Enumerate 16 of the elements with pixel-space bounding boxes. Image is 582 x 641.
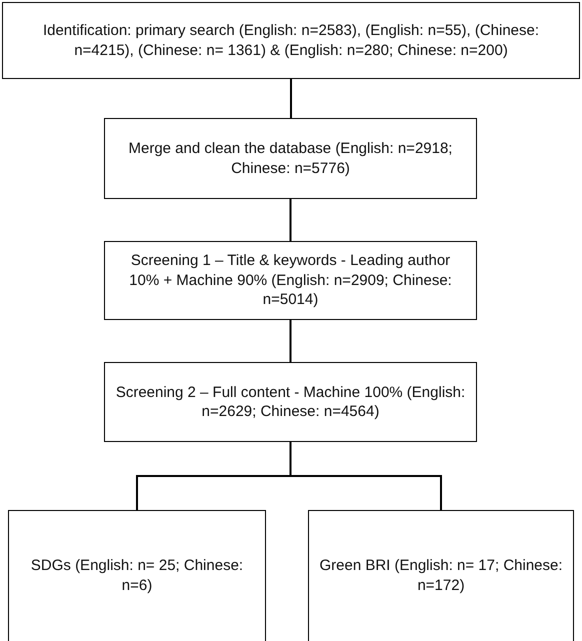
- process-box: [104, 241, 477, 320]
- box-text: SDGs (English: n= 25; Chinese: n=6): [30, 556, 244, 595]
- box-text: Screening 2 – Full content - Machine 100% (English: n=2629; Chinese: n=4564): [115, 382, 466, 422]
- box-text: Screening 1 – Title & keywords - Leading author 10% + Machine 90% (English: n=2909; Chinese: n=5014): [128, 251, 453, 310]
- box-text: Merge and clean the database (English: n=2918; Chinese: n=5776): [128, 139, 454, 178]
- process-box: [8, 510, 266, 641]
- connector-line: [290, 199, 292, 241]
- box-text: Green BRI (English: n= 17; Chinese: n=172): [319, 556, 563, 595]
- process-box: [308, 510, 574, 641]
- process-box: [104, 118, 477, 199]
- connector-line: [290, 320, 292, 362]
- process-box: [2, 2, 580, 79]
- process-box: [104, 362, 477, 442]
- connector-line: [290, 442, 442, 510]
- connector-line: [290, 79, 292, 118]
- box-text: Identification: primary search (English: n=2583), (English: n=55), (Chinese: n=4215), (Chinese: n= 1361) & (English: n=280; Chinese: n=200): [42, 21, 540, 60]
